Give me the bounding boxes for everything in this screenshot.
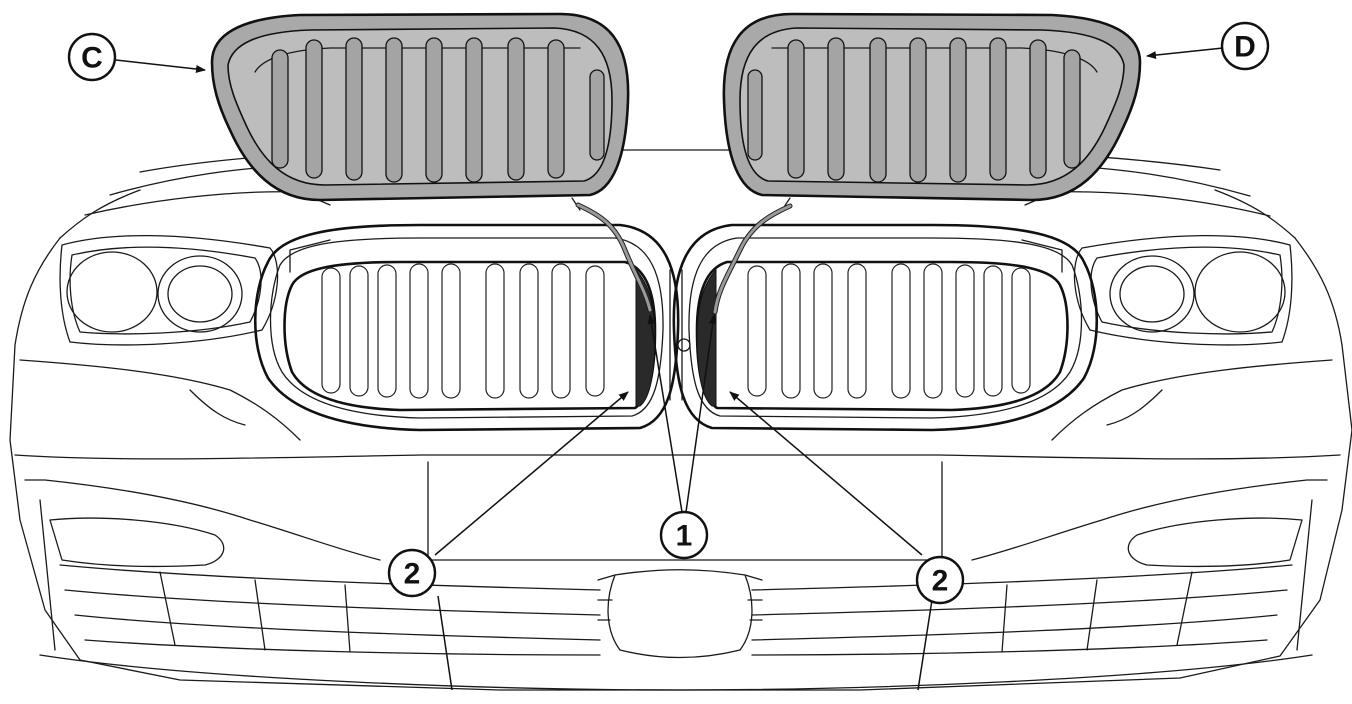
car-front-body xyxy=(9,148,1352,691)
removed-c-slats xyxy=(271,37,605,183)
callout-d: D xyxy=(1220,21,1270,71)
kidney-grille-installed-right xyxy=(672,223,1099,432)
callout-2-left: 2 xyxy=(387,548,437,598)
callout-2-left-label: 2 xyxy=(404,558,421,591)
callout-d-label: D xyxy=(1234,31,1256,64)
kidney-grille-removed-c xyxy=(210,12,630,211)
callout-c-label: C xyxy=(81,42,103,75)
bumper-lines xyxy=(14,359,1341,691)
callout-1-label: 1 xyxy=(676,520,693,553)
center-divider xyxy=(669,269,691,401)
headlight-left xyxy=(59,234,279,346)
callout-c: C xyxy=(67,32,117,82)
kidney-grille-removed-d xyxy=(722,12,1142,211)
installed-left-slats xyxy=(321,263,605,399)
removed-d-slats xyxy=(747,37,1081,183)
headlight-right xyxy=(1073,234,1293,346)
callout-2-right: 2 xyxy=(915,555,965,605)
kidney-grille-installed-left xyxy=(253,223,680,432)
callout-1: 1 xyxy=(659,510,709,560)
leader-lines xyxy=(115,47,1224,691)
callout-2-right-label: 2 xyxy=(932,565,949,598)
installed-right-slats xyxy=(747,263,1031,399)
connection-cables xyxy=(575,202,793,315)
